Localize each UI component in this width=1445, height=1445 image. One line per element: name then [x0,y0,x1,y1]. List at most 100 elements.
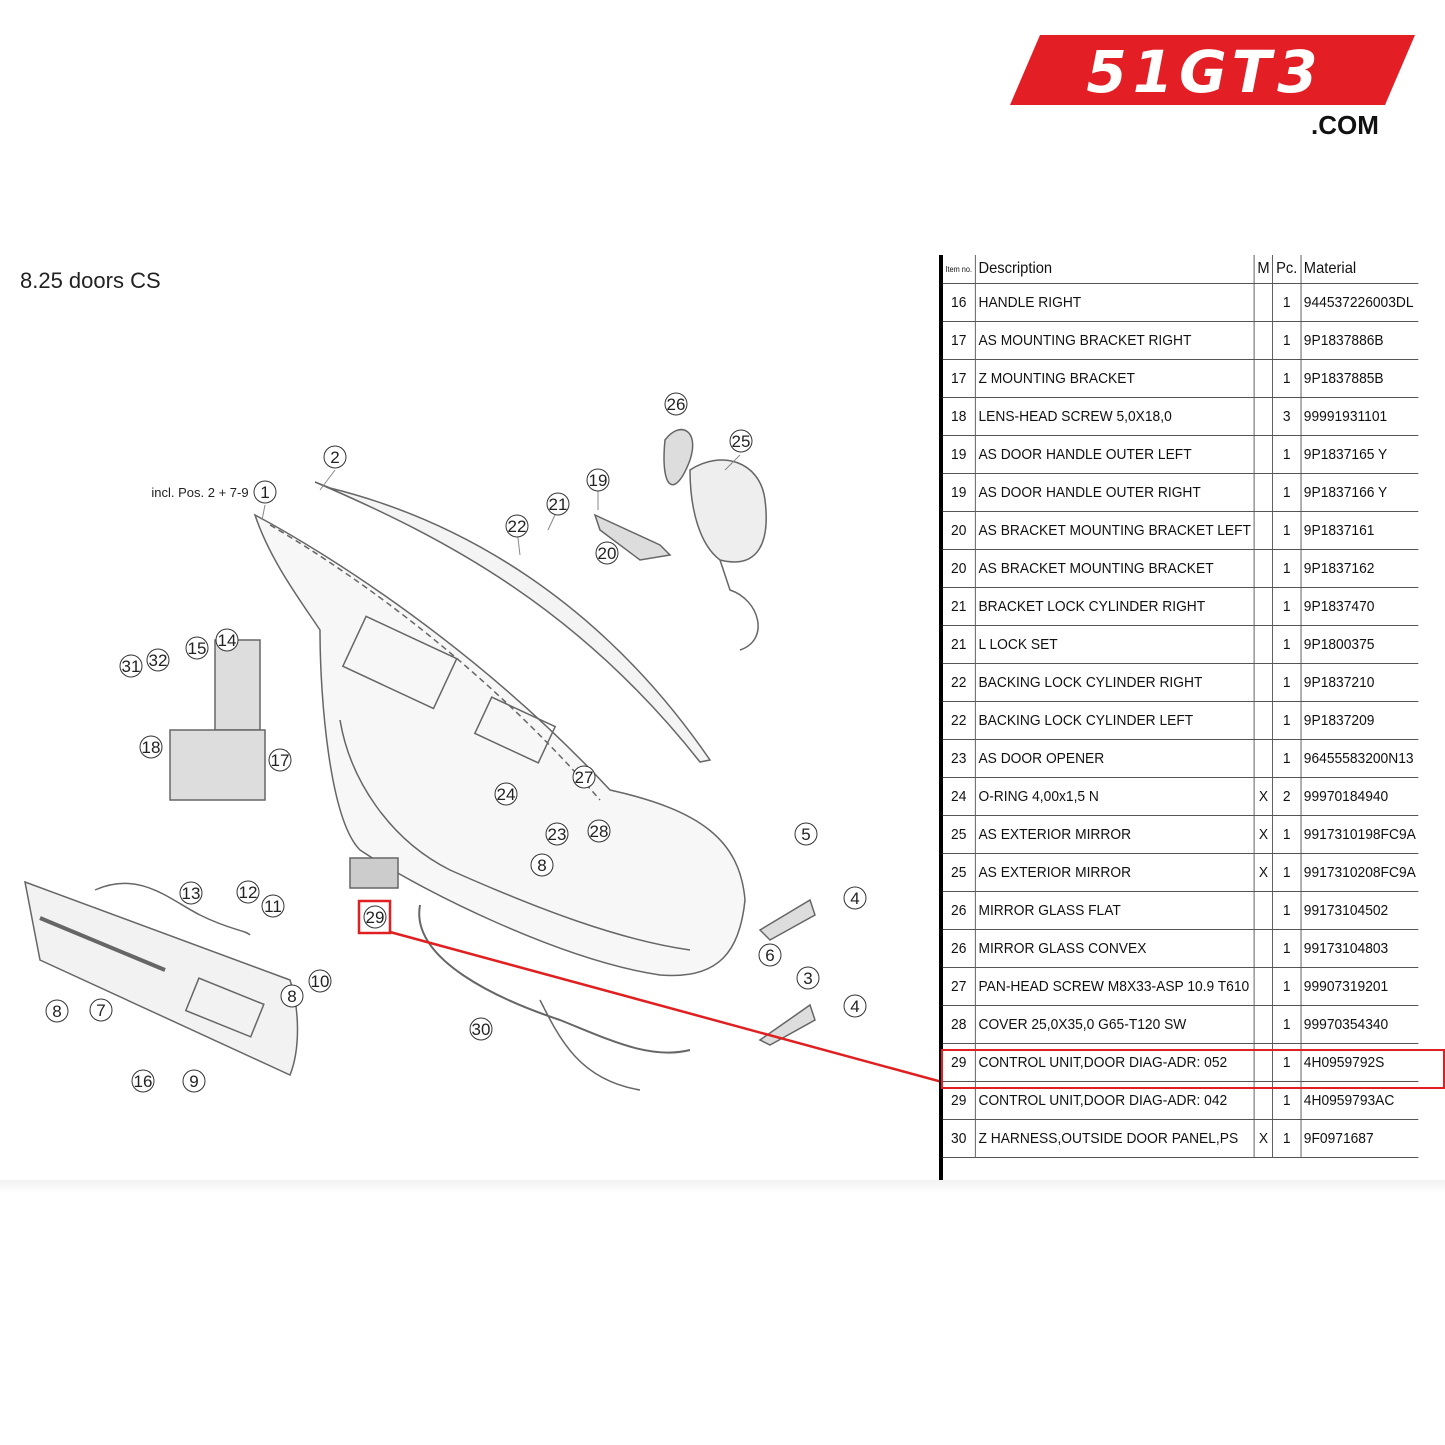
header-pc: Pc. [1272,255,1302,284]
callout-32: 32 [146,648,170,672]
row-item-no: 22 [938,701,976,740]
row-description: L LOCK SET [975,625,1255,664]
row-item-no: 17 [938,359,976,398]
row-m [1254,929,1274,968]
row-item-no: 28 [938,1005,976,1044]
row-m [1254,1043,1274,1082]
row-item-no: 25 [938,853,976,892]
row-pc: 1 [1272,321,1302,360]
row-pc: 1 [1272,549,1302,588]
svg-text:6: 6 [765,946,774,965]
row-item-no: 27 [938,967,976,1006]
row-m [1254,739,1274,778]
svg-text:9: 9 [189,1072,198,1091]
callout-11: 11 [261,894,285,918]
row-pc: 1 [1272,815,1302,854]
svg-text:27: 27 [575,768,594,787]
callout-29-highlight [357,899,392,935]
row-pc: 1 [1272,739,1302,778]
svg-text:17: 17 [271,751,290,770]
row-pc: 1 [1272,511,1302,550]
svg-text:8: 8 [287,987,296,1006]
row-material: 9P1837162 [1300,549,1419,588]
callout-18: 18 [139,735,163,759]
callout-8b: 8 [280,984,304,1008]
header-item-no: Item no. [938,255,976,284]
row-m [1254,967,1274,1006]
wiring-harness [418,904,691,1054]
row-description: MIRROR GLASS FLAT [975,891,1255,930]
row-pc: 1 [1272,1119,1302,1158]
callout-3: 3 [796,966,820,990]
svg-text:15: 15 [188,639,207,658]
callout-12: 12 [236,880,260,904]
callout-4b: 4 [843,994,867,1018]
callout-2: 2 [323,445,347,469]
callout-24: 24 [494,782,518,806]
row-item-no: 21 [938,587,976,626]
svg-text:28: 28 [590,822,609,841]
row-pc: 1 [1272,359,1302,398]
row-material: 9P1837166 Y [1300,473,1419,512]
callout-28: 28 [587,819,611,843]
callout-23: 23 [545,822,569,846]
row-material: 96455583200N13 [1300,739,1419,778]
row-description: BACKING LOCK CYLINDER RIGHT [975,663,1255,702]
svg-text:19: 19 [589,471,608,490]
lock-mechanism [214,639,261,731]
row-description: LENS-HEAD SCREW 5,0X18,0 [975,397,1255,436]
callout-22: 22 [505,514,529,538]
header-description: Description [975,255,1255,284]
row-description: O-RING 4,00x1,5 N [975,777,1255,816]
mirror-glass [663,428,694,486]
row-pc: 1 [1272,663,1302,702]
svg-text:12: 12 [239,883,258,902]
row-description: AS DOOR OPENER [975,739,1255,778]
svg-text:16: 16 [134,1072,153,1091]
row-material: 9P1837885B [1300,359,1419,398]
row-item-no: 25 [938,815,976,854]
row-material: 99970354340 [1300,1005,1419,1044]
logo-banner [1010,35,1415,105]
row-m [1254,587,1274,626]
row-m [1254,1081,1274,1120]
row-item-no: 20 [938,511,976,550]
row-m: X [1254,853,1274,892]
hinge-upper [758,898,816,941]
logo-text: 51GT3 [1086,38,1323,106]
callout-5: 5 [794,822,818,846]
callout-25: 25 [729,429,753,453]
svg-text:5: 5 [801,825,810,844]
row-description: BRACKET LOCK CYLINDER RIGHT [975,587,1255,626]
row-pc: 2 [1272,777,1302,816]
callout-21: 21 [546,492,570,516]
svg-text:2: 2 [330,448,339,467]
row-pc: 1 [1272,701,1302,740]
row-material: 9F0971687 [1300,1119,1419,1158]
row-item-no: 19 [938,435,976,474]
svg-text:4: 4 [850,889,859,908]
row-item-no: 26 [938,891,976,930]
highlighted-row-box [941,1049,1445,1089]
row-description: PAN-HEAD SCREW M8X33-ASP 10.9 T610 [975,967,1255,1006]
header-material: Material [1300,255,1419,284]
callout-13: 13 [179,881,203,905]
callout-6: 6 [758,943,782,967]
page-bottom-edge [0,1180,1445,1194]
callout-31: 31 [119,654,143,678]
row-m [1254,321,1274,360]
row-pc: 3 [1272,397,1302,436]
exterior-mirror [689,459,767,563]
door-trim-panel [24,880,299,1077]
svg-text:4: 4 [850,997,859,1016]
